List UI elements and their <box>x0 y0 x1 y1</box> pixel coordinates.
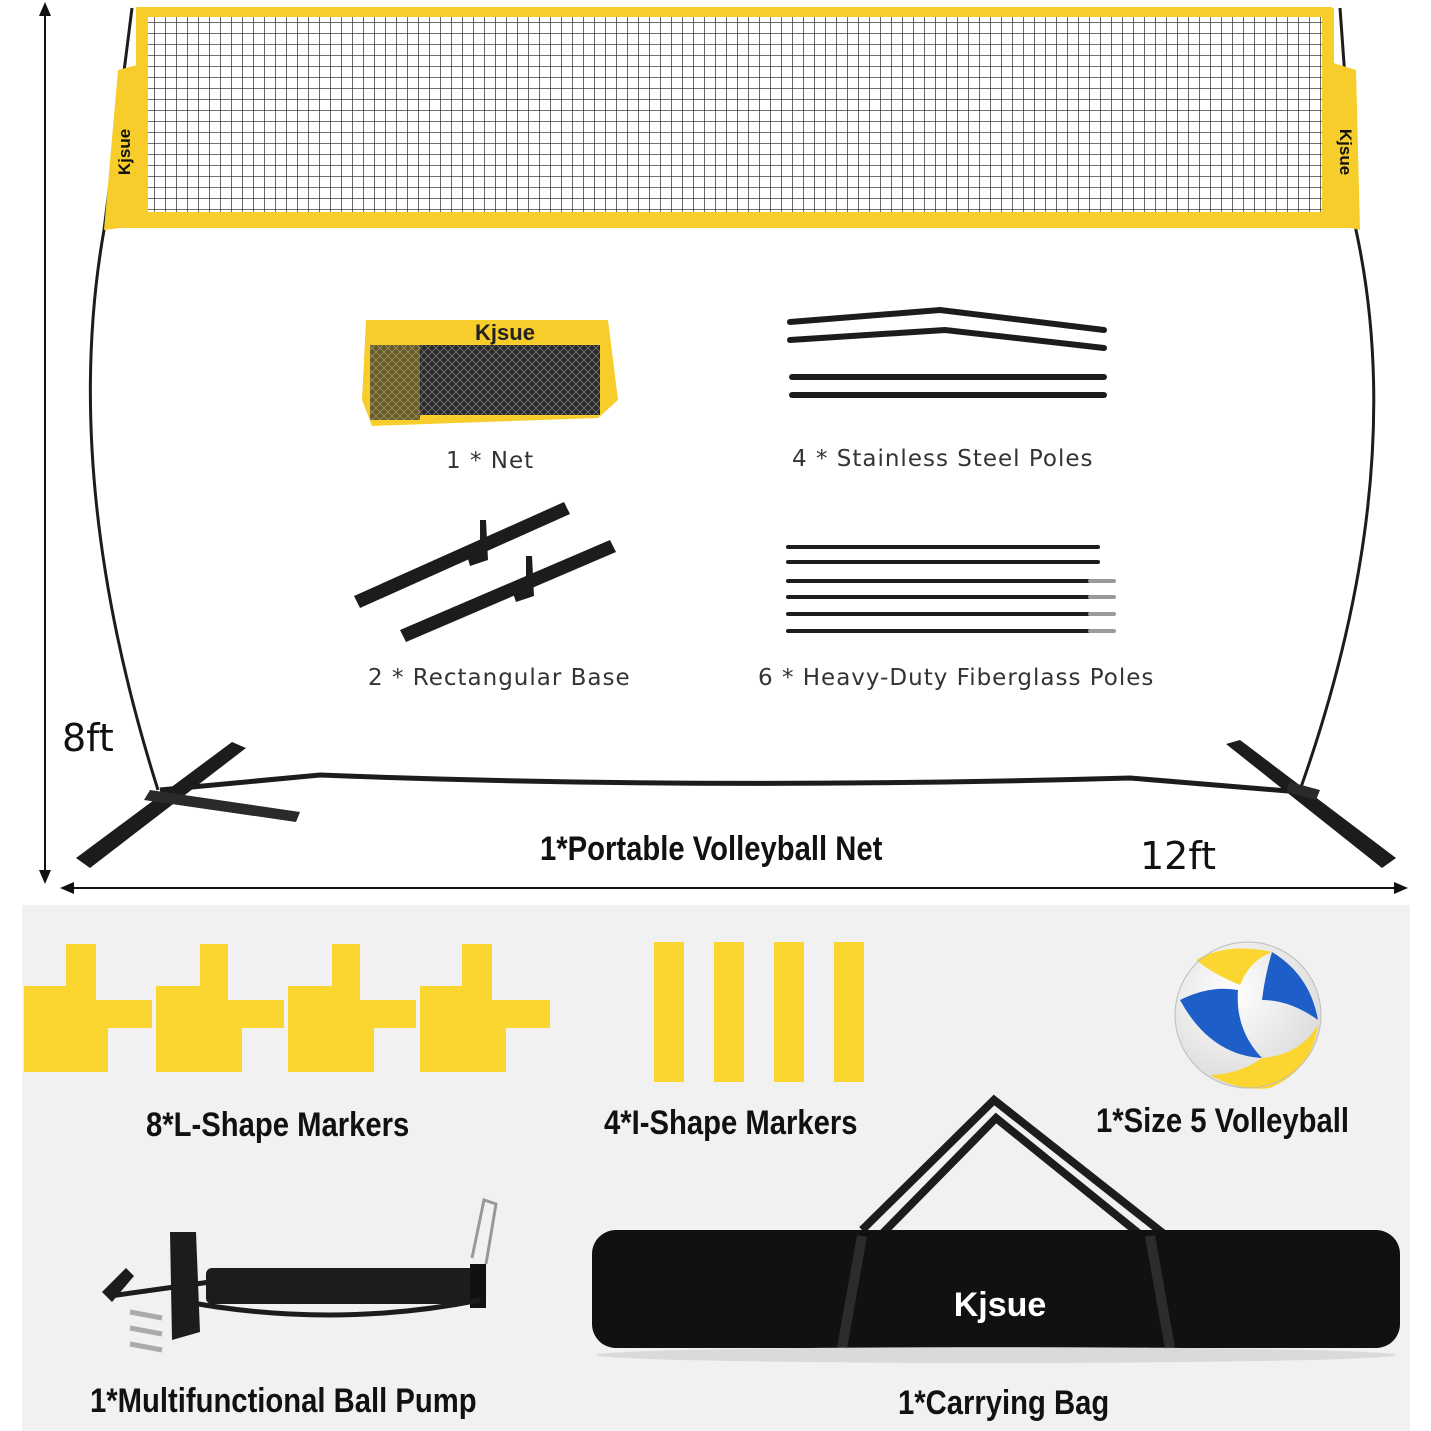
volleyball-icon <box>1174 941 1322 1089</box>
pump-caption: 1*Multifunctional Ball Pump <box>90 1382 477 1420</box>
net-caption: 1 * Net <box>446 448 535 474</box>
fiberglass-poles-icon <box>786 545 1116 633</box>
volleyball-caption: 1*Size 5 Volleyball <box>1096 1102 1350 1140</box>
steel-poles-icon <box>787 306 1107 398</box>
net-brand-left: Kjsue <box>115 129 134 175</box>
frame-base-right <box>1226 740 1396 868</box>
fiberglass-poles-caption: 6 * Heavy-Duty Fiberglass Poles <box>758 665 1155 691</box>
air-pump-icon <box>102 1198 498 1353</box>
main-title: 1*Portable Volleyball Net <box>540 830 883 868</box>
steel-poles-caption: 4 * Stainless Steel Poles <box>792 446 1094 472</box>
base-caption: 2 * Rectangular Base <box>368 665 631 691</box>
width-label: 12ft <box>1140 834 1216 878</box>
bag-caption: 1*Carrying Bag <box>898 1384 1110 1422</box>
bag-brand: Kjsue <box>954 1286 1047 1324</box>
folded-net-brand: Kjsue <box>475 320 535 345</box>
height-dimension-arrow <box>39 2 51 884</box>
net-brand-right: Kjsue <box>1336 129 1355 175</box>
width-dimension-arrow <box>60 882 1408 894</box>
l-marker-icons <box>24 944 550 1072</box>
rectangular-base-icon <box>354 502 616 642</box>
l-markers-caption: 8*L-Shape Markers <box>146 1106 410 1144</box>
net-mesh-icon <box>104 7 1360 230</box>
frame-base-left <box>76 742 300 868</box>
folded-net-icon <box>362 320 618 426</box>
frame-poles <box>88 7 1376 795</box>
carry-bag-icon <box>592 1094 1400 1363</box>
height-label: 8ft <box>62 716 114 760</box>
i-markers-caption: 4*I-Shape Markers <box>604 1104 858 1142</box>
i-marker-icons <box>654 942 864 1082</box>
